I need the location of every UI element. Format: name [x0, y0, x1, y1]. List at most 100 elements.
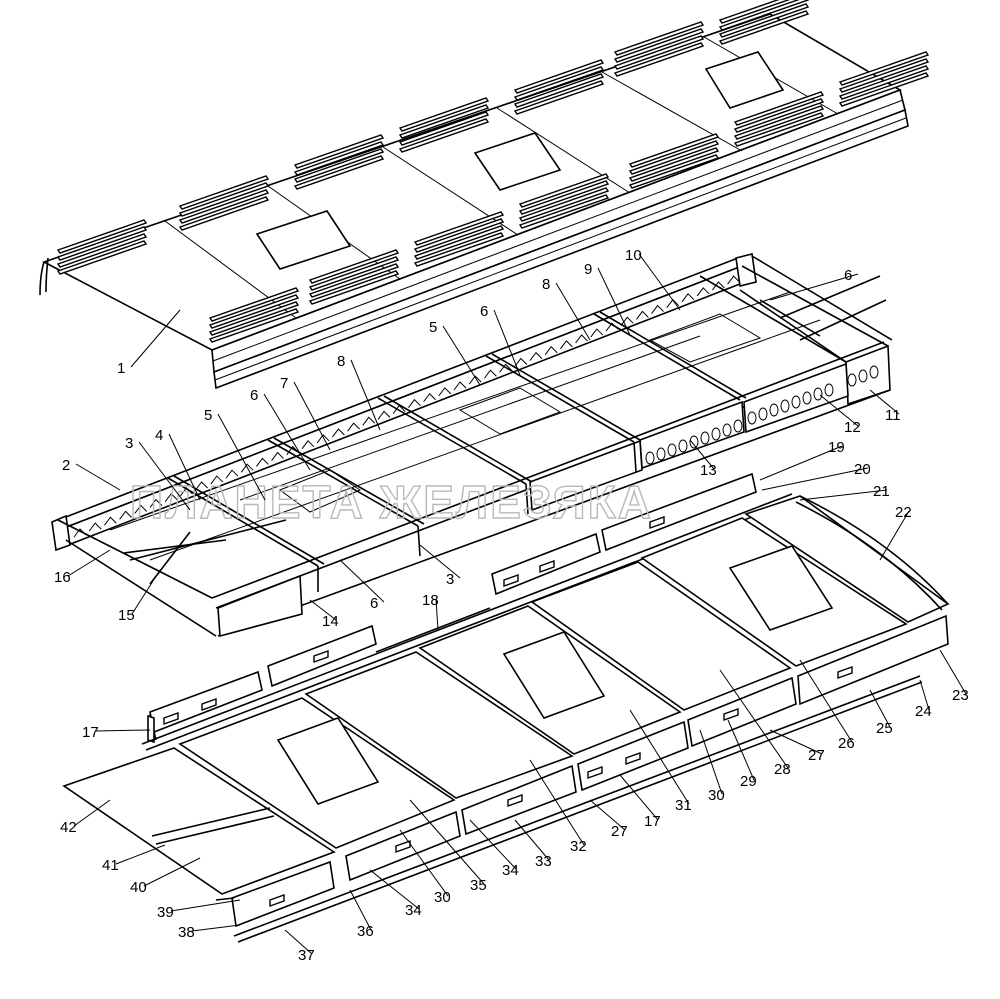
callout-leader [529, 759, 585, 846]
vent-slot [518, 180, 610, 215]
vent-slot [308, 270, 400, 305]
trim-slot [625, 752, 641, 765]
lamp-hole [758, 407, 768, 421]
callout-number: 18 [422, 592, 439, 609]
vent-slot [518, 194, 610, 229]
vent-slot [208, 301, 300, 336]
lining-slots [163, 516, 853, 907]
trim-slot [395, 840, 411, 853]
callout-number: 37 [298, 947, 315, 964]
callout-number: 32 [570, 838, 587, 855]
vent-slot [733, 98, 825, 133]
callout-leader [339, 559, 385, 603]
callout-number: 9 [584, 261, 592, 278]
vent-slot [838, 51, 930, 86]
vent-slot [628, 154, 720, 189]
watermark-text: ПЛАНЕТА ЖЕЛЕЗЯКА [130, 476, 653, 528]
vent-slot [413, 225, 505, 260]
vent-slot [308, 263, 400, 298]
callout-number: 8 [337, 353, 345, 370]
vent-slot [398, 111, 490, 146]
lamp-hole [711, 427, 721, 441]
perforation [316, 434, 330, 444]
perforation [164, 492, 178, 503]
callout-leader [869, 689, 891, 728]
callout-leader [350, 359, 381, 431]
callout-leader [555, 282, 591, 341]
inner-lining [62, 472, 950, 943]
perforation [620, 316, 634, 326]
callout-leader [869, 389, 900, 415]
callout-number: 12 [844, 419, 861, 436]
vent-slot [208, 294, 300, 329]
callout-leader [819, 394, 859, 427]
perforation [362, 416, 376, 426]
perforation [377, 410, 391, 420]
lamp-hole [722, 423, 732, 437]
vent-slot [308, 249, 400, 284]
trim-slot [723, 708, 739, 721]
lamp-hole [813, 387, 823, 401]
callout-number: 38 [178, 924, 195, 941]
perforation [636, 310, 649, 320]
trim-slot [587, 766, 603, 779]
vent-slot [628, 133, 720, 168]
perforation [301, 440, 315, 450]
perforation [134, 504, 148, 514]
callout-leader [435, 598, 439, 631]
callout-number: 2 [62, 457, 70, 474]
callout-leader [769, 273, 859, 301]
callout-leader [879, 510, 910, 561]
perforation [468, 375, 482, 385]
callout-number: 24 [915, 703, 932, 720]
perforation [696, 287, 710, 297]
callout-number: 22 [895, 504, 912, 521]
callout-leader [799, 489, 888, 501]
callout-number: 23 [952, 687, 969, 704]
callout-number: 3 [446, 571, 454, 588]
callout-leader [399, 829, 449, 897]
vent-slot [718, 3, 810, 38]
vent-slot [513, 66, 605, 101]
vent-slot [178, 182, 270, 217]
callout-leader [727, 719, 755, 781]
vent-slot [733, 105, 825, 140]
callout-number: 15 [118, 607, 135, 624]
callout-leader [719, 669, 789, 769]
vent-slot [733, 112, 825, 147]
callout-leader [309, 599, 337, 621]
vent-slot [413, 232, 505, 267]
perforation [225, 469, 239, 479]
perforation [651, 304, 664, 314]
callout-leader [619, 774, 659, 821]
callout-leader [138, 441, 191, 511]
perforation [499, 363, 512, 373]
callout-leader [170, 899, 241, 912]
trim-slot [269, 894, 285, 907]
perforation [423, 392, 436, 403]
callout-leader [191, 924, 241, 932]
perforation [119, 510, 132, 520]
lamp-hole [733, 419, 743, 433]
callout-leader [638, 253, 681, 311]
vent-slot [56, 226, 148, 261]
callout-leader [761, 467, 869, 491]
vent-slot [413, 218, 505, 253]
vent-slot [838, 65, 930, 100]
perforation [560, 340, 573, 350]
callout-number: 7 [280, 375, 288, 392]
trim-slot [201, 698, 217, 711]
trim-slot [649, 516, 665, 529]
vent-slot [513, 59, 605, 94]
callout-leader [493, 309, 521, 376]
callout-number: 1 [117, 360, 125, 377]
perforation [271, 451, 284, 461]
perforation [195, 481, 208, 491]
callout-leader [597, 267, 631, 336]
vent-slot [56, 240, 148, 275]
vent-slot [613, 42, 705, 77]
perforation [149, 498, 163, 508]
callout-leader [589, 799, 626, 831]
perforation [210, 475, 224, 485]
